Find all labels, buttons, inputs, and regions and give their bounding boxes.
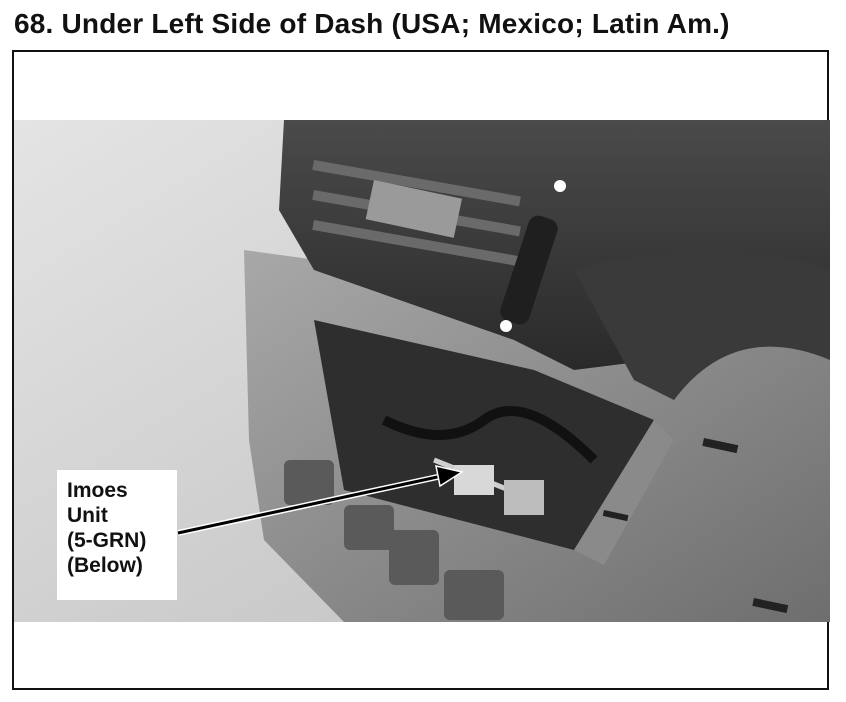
callout-line: Imoes — [67, 479, 128, 502]
page-title: 68. Under Left Side of Dash (USA; Mexico… — [14, 8, 730, 39]
component-callout-label: Imoes Unit (5-GRN) (Below) — [57, 470, 177, 600]
callout-line: (5-GRN) — [67, 529, 147, 552]
callout-line: Unit — [67, 504, 108, 527]
callout-line: (Below) — [67, 554, 143, 577]
